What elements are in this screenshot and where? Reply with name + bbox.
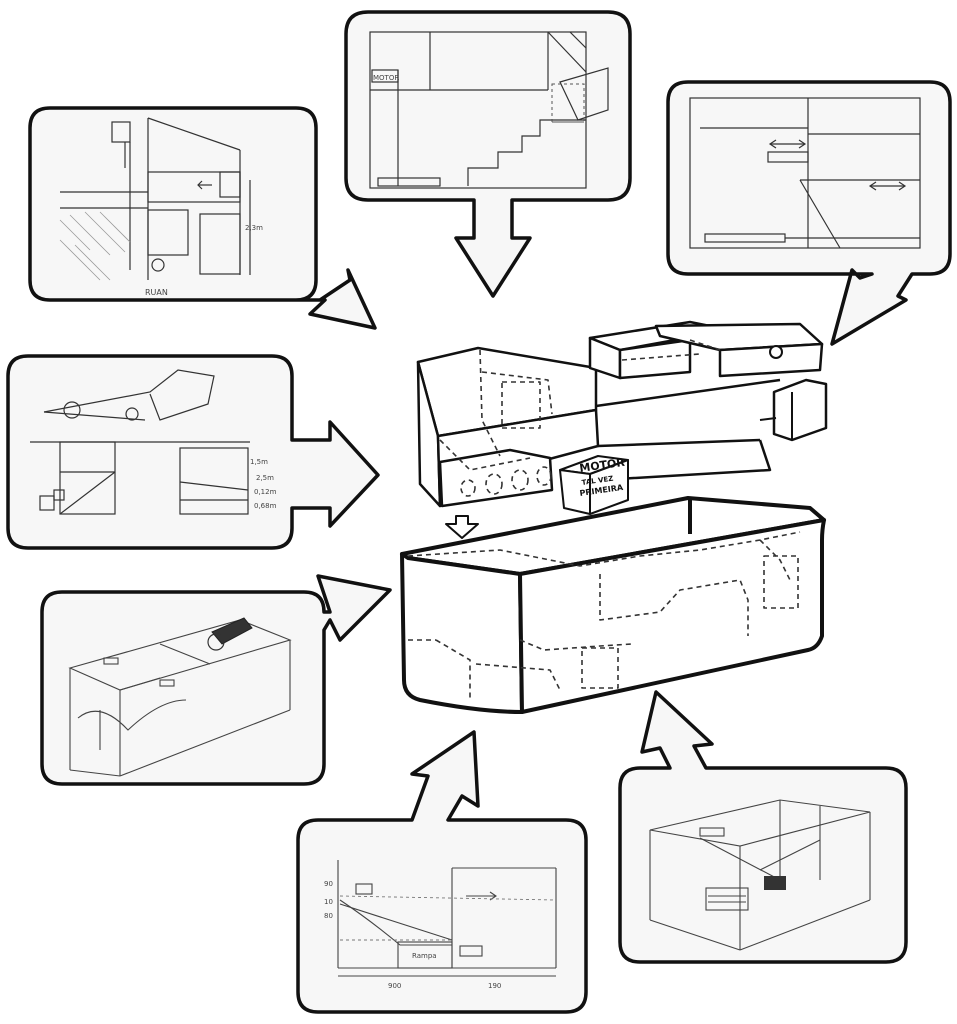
- drop-arrow: [445, 515, 479, 539]
- panel-lower-left: [40, 574, 392, 786]
- panel-bottom-center: 90 10 80 900 190 Rampa: [296, 730, 588, 1014]
- y-mid-label: 10: [324, 898, 333, 906]
- panel-top-left-frame: [28, 106, 377, 330]
- panel-bottom-right-frame: [618, 690, 908, 964]
- dim-d: 0,68m: [254, 502, 277, 510]
- dim-c: 0,12m: [254, 488, 277, 496]
- dimension-label: 2,3m: [245, 224, 263, 232]
- panel-mid-left-frame: [6, 354, 380, 550]
- panel-top-right: [666, 80, 952, 346]
- motor-sketch-label: MOTOR: [373, 74, 399, 82]
- caption-ruan: RUAN: [145, 288, 168, 297]
- panel-mid-left: 1,5m 2,5m 0,12m 0,68m: [6, 354, 380, 550]
- box-label: Rampa: [412, 952, 437, 960]
- y-low-label: 80: [324, 912, 333, 920]
- panel-top-left: RUAN 2,3m: [28, 106, 377, 330]
- motor-label-line1: MOTOR: [579, 456, 627, 475]
- motor-box: [559, 455, 629, 515]
- y-top-label: 90: [324, 880, 333, 888]
- dim-b: 2,5m: [256, 474, 274, 482]
- lower-hidden-lines: [407, 531, 801, 700]
- dim-a: 1,5m: [250, 458, 268, 466]
- sketch-motor-block: [764, 876, 786, 890]
- panel-top-center: MOTOR: [344, 10, 632, 298]
- central-machine: MOTOR TAL VEZ PRIMEIRA: [400, 320, 828, 714]
- upper-hidden-lines: [439, 339, 721, 497]
- panel-bottom-center-frame: [296, 730, 588, 1014]
- x-left-label: 900: [388, 982, 401, 990]
- panel-top-center-frame: [344, 10, 632, 298]
- x-right-label: 190: [488, 982, 501, 990]
- panel-top-right-frame: [666, 80, 952, 346]
- lower-tank: [400, 496, 826, 714]
- panel-bottom-right: [618, 690, 908, 964]
- panel-lower-left-frame: [40, 574, 392, 786]
